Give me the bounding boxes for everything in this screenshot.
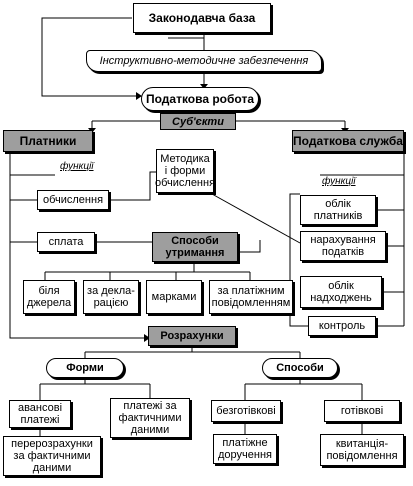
methods-label: Способи: [276, 362, 324, 374]
by-declaration-label: за декла- рацією: [87, 285, 135, 309]
payer-accounting-box: облік платників: [300, 195, 376, 225]
payers-box: Платники: [3, 130, 93, 152]
tax-accrual-label: нарахування податків: [310, 234, 376, 258]
control-label: контроль: [318, 320, 366, 332]
tax-work-label: Податкова робота: [145, 92, 255, 106]
payment-order-label: платіжне доручення: [218, 437, 272, 461]
receipt-notice-box: квитанція- повідомлення: [320, 434, 404, 466]
instr-support-box: Інструктивно-методичне забезпечення: [86, 50, 322, 72]
recalculations-label: перерозрахунки за фактичними даними: [11, 438, 93, 474]
methods-forms-box: Методика і форми обчислення: [154, 149, 216, 193]
by-stamps-label: марками: [151, 291, 197, 303]
tax-accrual-box: нарахування податків: [300, 231, 386, 261]
at-source-label: біля джерела: [26, 285, 72, 309]
methods-forms-label: Методика і форми обчислення: [154, 153, 216, 189]
settlements-label: Розрахунки: [160, 330, 224, 342]
forms-label: Форми: [66, 362, 104, 374]
at-source-box: біля джерела: [23, 280, 75, 314]
tax-service-box: Податкова служба: [292, 130, 404, 152]
forms-box: Форми: [46, 358, 124, 378]
legal-base-label: Законодавча база: [148, 11, 256, 25]
subjects-label: Суб'єкти: [172, 115, 224, 128]
payment-order-box: платіжне доручення: [213, 434, 277, 464]
legal-base-box: Законодавча база: [133, 3, 271, 33]
tax-service-label: Податкова служба: [293, 134, 403, 148]
subjects-box: Суб'єкти: [160, 113, 236, 130]
payer-accounting-label: облік платників: [313, 198, 363, 222]
methods-box: Способи: [262, 358, 338, 378]
calculation-box: обчислення: [37, 190, 109, 210]
payment-box: сплата: [37, 232, 95, 252]
by-payment-notice-label: за платіжним повідомленням: [211, 285, 291, 309]
advance-payments-box: авансові платежі: [9, 400, 71, 428]
payers-label: Платники: [19, 134, 77, 148]
control-box: контроль: [308, 316, 376, 336]
by-declaration-box: за декла- рацією: [83, 280, 139, 314]
non-cash-box: безготівкові: [211, 400, 281, 422]
service-functions-label: функції: [322, 176, 356, 187]
settlements-box: Розрахунки: [148, 326, 236, 346]
instr-support-label: Інструктивно-методичне забезпечення: [99, 55, 309, 67]
by-payment-notice-box: за платіжним повідомленням: [209, 280, 293, 314]
calculation-label: обчислення: [42, 194, 104, 206]
payers-functions-label: функції: [60, 161, 94, 172]
cash-box: готівкові: [324, 400, 400, 422]
collection-methods-box: Способи утримання: [152, 232, 238, 262]
receipts-accounting-label: облік надходжень: [310, 280, 372, 304]
cash-label: готівкові: [340, 405, 384, 417]
non-cash-label: безготівкові: [216, 405, 276, 417]
actual-payments-label: платежі за фактичними даними: [118, 400, 182, 436]
advance-payments-label: авансові платежі: [17, 402, 63, 426]
recalculations-box: перерозрахунки за фактичними даними: [3, 436, 101, 476]
receipt-notice-label: квитанція- повідомлення: [326, 438, 398, 462]
tax-work-box: Податкова робота: [141, 87, 259, 111]
payment-label: сплата: [48, 236, 84, 248]
receipts-accounting-box: облік надходжень: [300, 276, 382, 308]
by-stamps-box: марками: [146, 280, 202, 314]
collection-methods-label: Способи утримання: [165, 235, 225, 259]
actual-payments-box: платежі за фактичними даними: [110, 398, 190, 438]
